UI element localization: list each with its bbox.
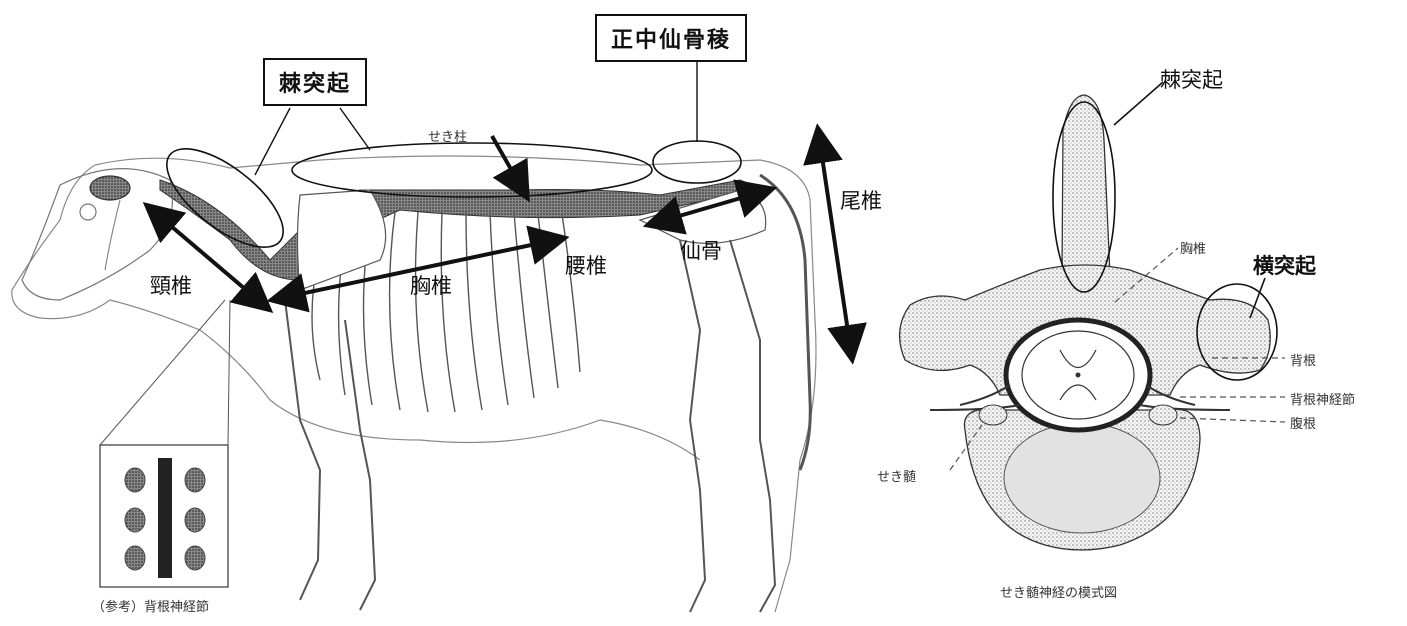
caudal-arrow bbox=[820, 143, 850, 345]
inset-caption: （参考）背根神経節 bbox=[92, 596, 209, 615]
dorsal-root-ganglion-label: 背根神経節 bbox=[1290, 389, 1355, 408]
caudal-vertebrae-label: 尾椎 bbox=[840, 185, 882, 215]
dorsal-root-label: 背根 bbox=[1290, 350, 1316, 369]
vertebra-spinous-process-label: 棘突起 bbox=[1160, 64, 1223, 94]
vertebra-diagram-caption: せき髄神経の模式図 bbox=[1000, 582, 1117, 601]
legs bbox=[285, 240, 775, 612]
vertebra-cross-section bbox=[900, 95, 1271, 550]
scapula bbox=[298, 190, 386, 290]
sacrum-label: 仙骨 bbox=[680, 235, 722, 265]
spinous-process-ellipse-thorax bbox=[292, 143, 652, 197]
spinal-cord-label: せき髄 bbox=[877, 466, 916, 485]
cervical-vertebrae-label: 頸椎 bbox=[150, 270, 192, 300]
vertebra-thoracic-label: 胸椎 bbox=[1180, 238, 1206, 257]
tail bbox=[760, 175, 810, 470]
spinous-process-box-label: 棘突起 bbox=[263, 58, 367, 106]
region-arrows bbox=[158, 143, 850, 345]
vertebral-column-label: せき柱 bbox=[428, 126, 467, 145]
ventral-root-label: 腹根 bbox=[1290, 413, 1316, 432]
median-sacral-crest-ellipse bbox=[653, 141, 741, 183]
dorsal-root-ganglion-inset bbox=[100, 300, 230, 587]
median-sacral-crest-box-label: 正中仙骨稜 bbox=[595, 14, 747, 62]
transverse-process-label: 横突起 bbox=[1253, 250, 1316, 280]
thoracic-vertebrae-label: 胸椎 bbox=[410, 270, 452, 300]
lumbar-vertebrae-label: 腰椎 bbox=[565, 250, 607, 280]
